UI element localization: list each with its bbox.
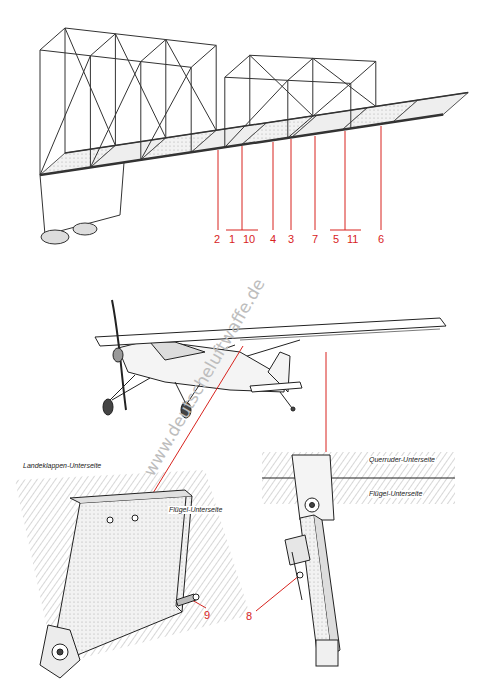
callout-number: 5: [333, 233, 339, 245]
fuselage-frame: [40, 28, 468, 244]
callout-number: 3: [288, 233, 294, 245]
callout-number: 11: [347, 233, 358, 245]
callout-number: 9: [204, 609, 210, 621]
aircraft: [95, 300, 446, 418]
callout-leaders: [218, 126, 381, 230]
callout-number: 4: [270, 233, 276, 245]
flap-hinge-detail: [15, 470, 250, 678]
aileron-hinge-detail: [262, 452, 455, 666]
part-label: Flügel-Unterseite: [168, 506, 223, 514]
callout-number: 7: [312, 233, 318, 245]
callout-number: 10: [243, 233, 255, 245]
callout-number: 8: [246, 610, 252, 622]
part-label: Querruder-Unterseite: [368, 456, 436, 464]
part-label: Landeklappen-Unterseite: [22, 462, 102, 470]
watermark: www.deutscheluftwaffe.de: [140, 275, 269, 479]
callout-number: 6: [378, 233, 384, 245]
callout-number: 1: [229, 233, 235, 245]
callout-number: 2: [214, 233, 220, 245]
part-label: Flügel-Unterseite: [368, 490, 423, 498]
